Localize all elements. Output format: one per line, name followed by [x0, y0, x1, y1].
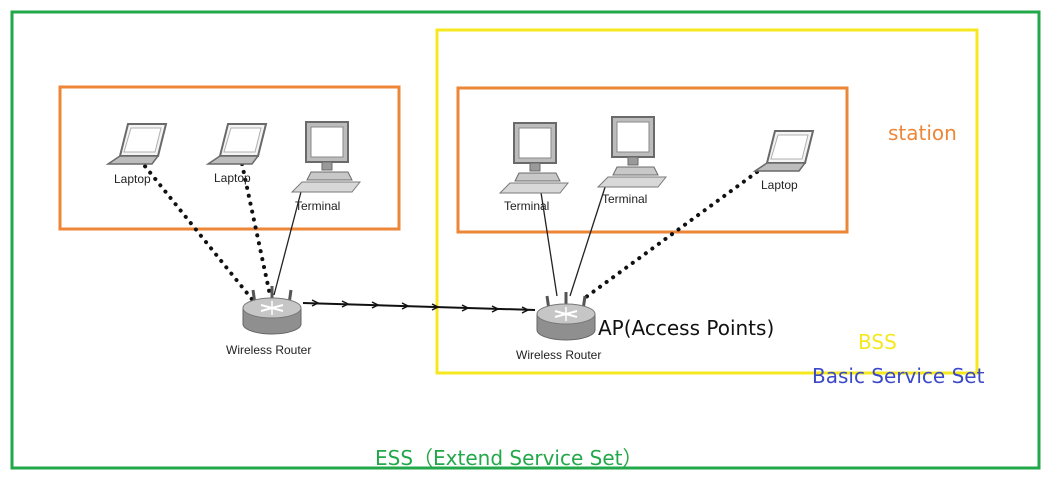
laptop-label: Laptop [214, 171, 251, 185]
laptop-icon [754, 130, 814, 172]
wireless-links [138, 158, 759, 305]
terminal-icon [597, 116, 667, 188]
router-ap-link [302, 299, 536, 314]
wireless-router-icon [535, 290, 597, 342]
terminal-label: Terminal [602, 192, 647, 206]
bss-full-label: Basic Service Set [812, 364, 985, 388]
wireless-link-laptop2-router [240, 162, 272, 297]
station-label: station [888, 121, 957, 145]
wired-link-terminal-router-left [273, 187, 303, 296]
wireless-router-icon [241, 284, 303, 336]
wired-links [273, 177, 609, 297]
terminal-icon [499, 122, 569, 194]
left-station-box [58, 85, 401, 231]
router-label: Wireless Router [516, 348, 601, 362]
terminal-icon [291, 121, 361, 193]
router-label: Wireless Router [226, 343, 311, 357]
wired-link-terminal2-ap [569, 177, 609, 297]
laptop-icon [207, 123, 267, 165]
terminal-label: Terminal [295, 199, 340, 213]
right-station-box [456, 86, 849, 234]
wired-link-terminal1-ap [539, 185, 558, 297]
bss-border [435, 28, 979, 375]
laptop-label: Laptop [114, 172, 151, 186]
laptop-icon [107, 123, 167, 165]
bss-label: BSS [858, 330, 897, 354]
wireless-link-laptop1-router [138, 158, 257, 305]
ess-label: ESS（Extend Service Set） [375, 446, 643, 470]
ess-border [10, 10, 1041, 470]
terminal-label: Terminal [504, 199, 549, 213]
ap-label: AP(Access Points) [598, 316, 774, 340]
laptop-label: Laptop [761, 178, 798, 192]
